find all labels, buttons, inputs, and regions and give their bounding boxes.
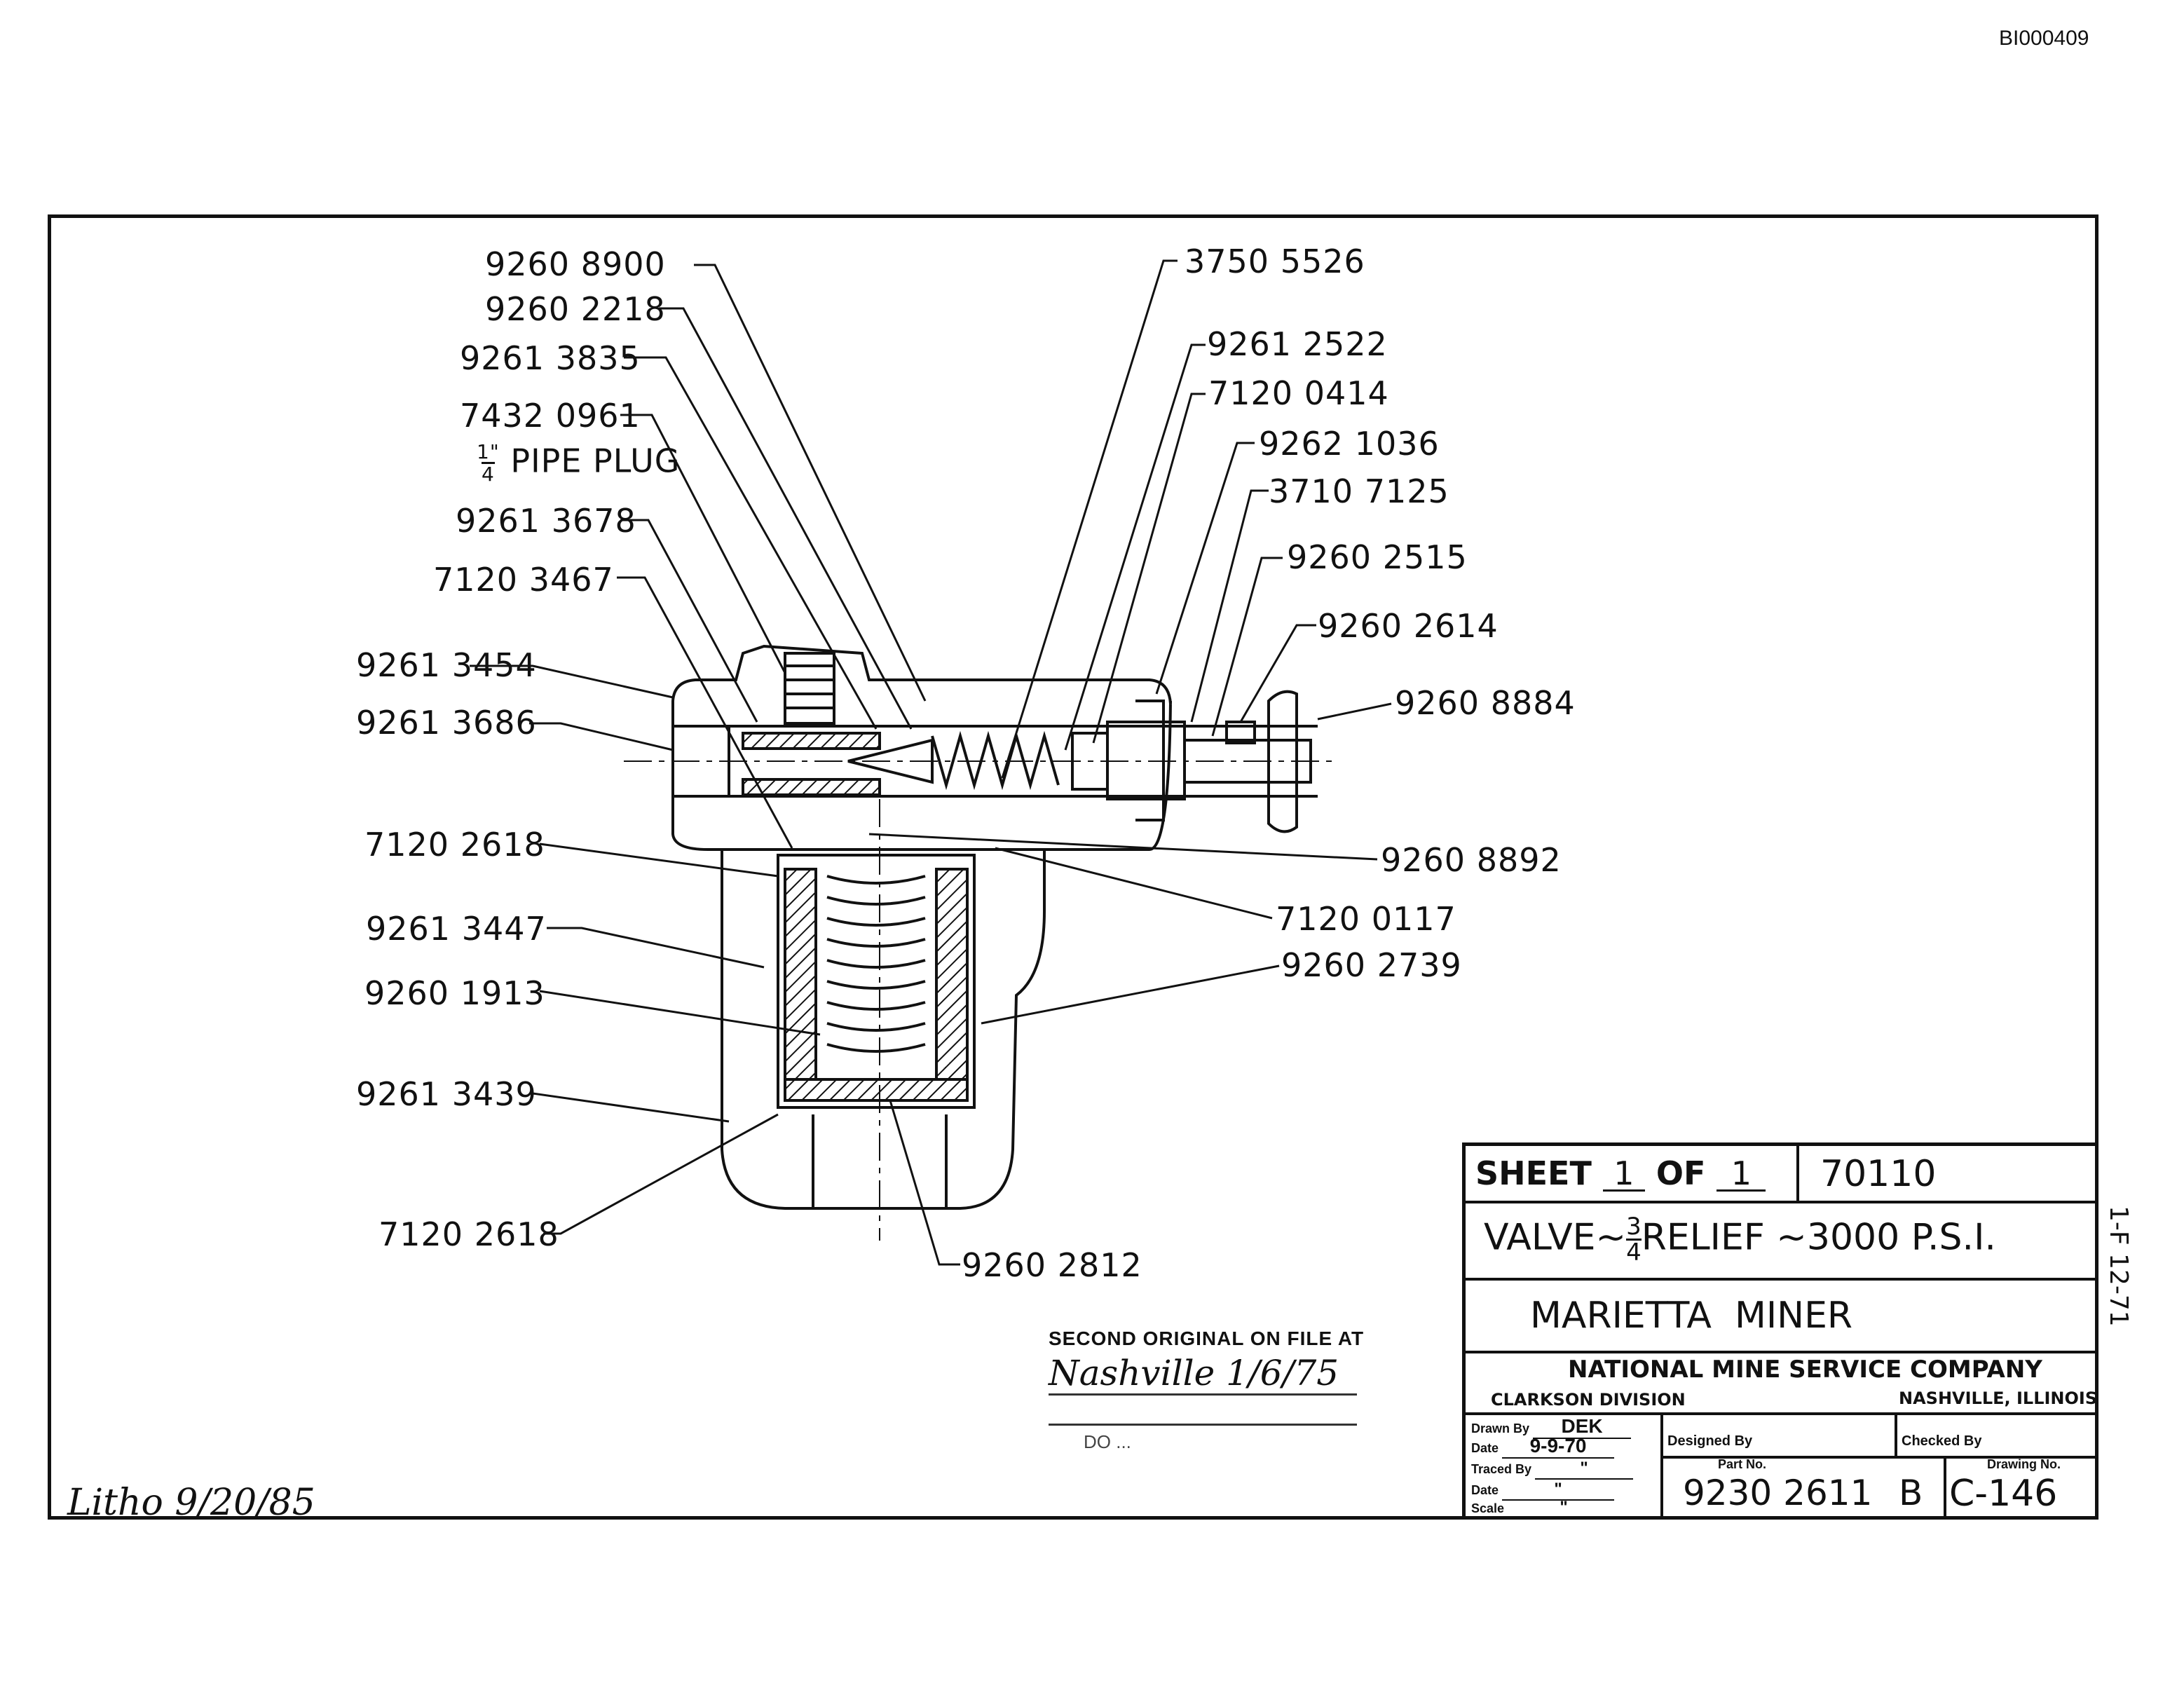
signature-area: Drawn By DEK Date 9-9-70 Traced By " Dat… xyxy=(1466,1412,2095,1519)
traced-by-value: " xyxy=(1535,1459,1634,1480)
company-name: NATIONAL MINE SERVICE COMPANY xyxy=(1568,1356,2042,1384)
sheet-label: SHEET xyxy=(1475,1154,1592,1192)
date-label: Date xyxy=(1471,1441,1499,1455)
callout-label: 7120 3467 xyxy=(433,561,614,599)
callout-label: 9260 8900 xyxy=(485,245,666,283)
callout-label: 9260 8884 xyxy=(1395,684,1576,722)
callout-label: 9260 8892 xyxy=(1381,841,1562,879)
machine-name: MARIETTA MINER xyxy=(1530,1295,1853,1337)
checked-by-cell: Checked By xyxy=(1895,1412,2095,1459)
fraction-denominator: 4 xyxy=(481,462,495,486)
date-row: Date 9-9-70 xyxy=(1471,1435,1615,1459)
callout-label: 7120 2618 xyxy=(364,826,545,864)
sheet-row: SHEET 1 OF 1 70110 xyxy=(1466,1146,2095,1203)
sheet-divider xyxy=(1796,1146,1799,1201)
callout-label: 7120 0414 xyxy=(1208,374,1389,412)
traced-by-row: Traced By " xyxy=(1471,1459,1634,1480)
drawing-no-label: Drawing No. xyxy=(1987,1457,2061,1471)
date2-row: Date " xyxy=(1471,1480,1615,1501)
fraction-numerator: 1" xyxy=(477,440,500,463)
title-fraction-num: 3 xyxy=(1626,1213,1642,1241)
date-value: 9-9-70 xyxy=(1502,1435,1615,1459)
callout-label: 9261 3447 xyxy=(366,910,547,948)
callout-label: 9261 2522 xyxy=(1207,325,1388,363)
of-label: OF xyxy=(1656,1154,1706,1192)
callout-label: 9260 1913 xyxy=(364,974,545,1012)
title-fraction: 3 4 xyxy=(1626,1215,1642,1264)
callout-label: 9260 2614 xyxy=(1318,607,1499,645)
location-name: NASHVILLE, ILLINOIS xyxy=(1899,1389,2098,1408)
drawn-by-col: Drawn By DEK Date 9-9-70 Traced By " Dat… xyxy=(1466,1412,1663,1519)
margin-note: 1-F 12-71 xyxy=(2104,1206,2133,1327)
sheet-number: 1 xyxy=(1602,1157,1645,1192)
callout-label: 7120 0117 xyxy=(1276,900,1456,938)
callout-label: 9261 3454 xyxy=(356,646,537,684)
stamp-signature: Nashville 1/6/75 xyxy=(1049,1353,1357,1396)
callout-label: 9261 3439 xyxy=(356,1075,537,1113)
callout-label: 7432 0961 xyxy=(460,397,641,435)
callout-label: 9260 2812 xyxy=(962,1246,1142,1284)
lower-housing-outline xyxy=(721,850,1046,1210)
callout-label: 9260 2515 xyxy=(1287,538,1468,576)
litho-note: Litho 9/20/85 xyxy=(67,1482,315,1524)
sheet-field: SHEET 1 OF 1 xyxy=(1475,1157,1766,1192)
stamp-rule xyxy=(1049,1424,1357,1426)
drawing-title: VALVE~ 3 4 RELIEF ~3000 P.S.I. xyxy=(1484,1215,1996,1264)
scale-label: Scale xyxy=(1471,1501,1505,1515)
callout-label: 9260 2218 xyxy=(485,290,666,328)
drawn-by-label: Drawn By xyxy=(1471,1421,1530,1435)
machine-row: MARIETTA MINER xyxy=(1466,1278,2095,1353)
callout-label: 9261 3686 xyxy=(356,704,537,742)
title-part2: RELIEF ~3000 P.S.I. xyxy=(1641,1216,1996,1259)
callout-label: 9262 1036 xyxy=(1259,425,1440,463)
stamp-line1: SECOND ORIGINAL ON FILE AT xyxy=(1049,1328,1365,1349)
handwheel xyxy=(1267,690,1298,833)
stamp-line2: DO ... xyxy=(1084,1431,1131,1452)
date2-label: Date xyxy=(1471,1483,1499,1497)
company-row: NATIONAL MINE SERVICE COMPANY CLARKSON D… xyxy=(1466,1351,2098,1415)
designed-by-cell: Designed By xyxy=(1660,1412,1897,1459)
date2-value: " xyxy=(1502,1480,1615,1501)
callout-label: 9260 2739 xyxy=(1281,946,1462,984)
second-original-stamp: SECOND ORIGINAL ON FILE AT Nashville 1/6… xyxy=(1049,1328,1364,1453)
designed-by-label: Designed By xyxy=(1667,1433,1753,1449)
callout-label: 9261 3678 xyxy=(456,502,636,540)
title-part1: VALVE~ xyxy=(1484,1216,1627,1259)
drawn-by-value: DEK xyxy=(1533,1415,1632,1439)
scale-row: Scale " xyxy=(1471,1498,1620,1519)
of-number: 1 xyxy=(1717,1157,1766,1192)
sheet-code: 70110 xyxy=(1820,1153,1937,1195)
callout-label: 7120 2618 xyxy=(378,1215,559,1253)
pipe-plug-text: PIPE PLUG xyxy=(510,442,681,480)
title-block: SHEET 1 OF 1 70110 VALVE~ 3 4 RELIEF ~30… xyxy=(1462,1142,2098,1520)
traced-by-label: Traced By xyxy=(1471,1462,1532,1476)
callout-label: 3710 7125 xyxy=(1269,472,1449,510)
chamber-spring xyxy=(826,875,926,1053)
drawn-by-row: Drawn By DEK xyxy=(1471,1415,1632,1439)
leader-lines xyxy=(470,259,1392,1266)
title-fraction-den: 4 xyxy=(1626,1239,1642,1267)
fraction: 1" 4 xyxy=(477,442,500,485)
part-no-label: Part No. xyxy=(1718,1457,1767,1471)
drawing-frame xyxy=(48,214,2098,1520)
pipe-plug-label: 1" 4 PIPE PLUG xyxy=(477,442,680,485)
callout-label: 9261 3835 xyxy=(460,339,641,377)
part-number: 9230 2611 xyxy=(1683,1473,1873,1513)
drawing-number: C-146 xyxy=(1949,1473,2058,1515)
document-id: BI000409 xyxy=(1999,27,2089,50)
drawing-no-cell: Drawing No. C-146 xyxy=(1944,1456,2095,1516)
part-no-cell: Part No. 9230 2611 B xyxy=(1660,1456,1946,1516)
scale-value: " xyxy=(1508,1498,1620,1519)
division-name: CLARKSON DIVISION xyxy=(1491,1390,1686,1410)
revision-letter: B xyxy=(1899,1473,1923,1513)
callout-label: 3750 5526 xyxy=(1185,243,1365,280)
title-row: VALVE~ 3 4 RELIEF ~3000 P.S.I. xyxy=(1466,1201,2095,1281)
checked-by-label: Checked By xyxy=(1902,1433,1982,1449)
